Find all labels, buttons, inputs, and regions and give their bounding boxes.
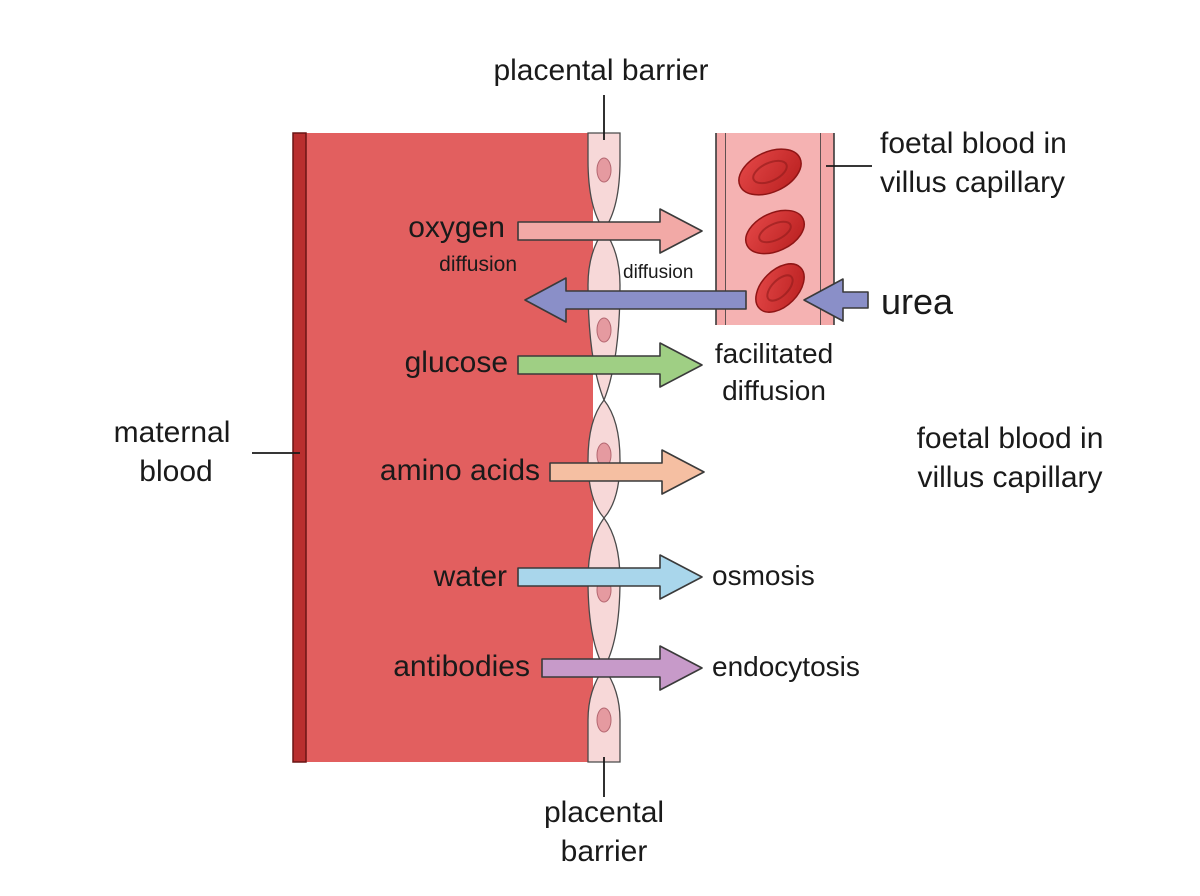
red-blood-cell <box>745 209 805 255</box>
substance-oxygen: oxygen <box>408 211 505 244</box>
maternal-blood-label-line1: maternal <box>113 416 231 449</box>
urea-arrow-into-maternal <box>524 277 747 323</box>
urea-arrow-into-capillary <box>803 278 869 322</box>
placental-barrier-bottom-label-line1: placental <box>543 796 665 829</box>
substance-antibodies: antibodies <box>393 650 530 683</box>
urea-process-label: diffusion <box>623 262 694 283</box>
foetal-blood-side-label-line2: villus capillary <box>917 461 1103 494</box>
substance-glucose: glucose <box>404 346 508 379</box>
glucose-process-label-line1: facilitated <box>714 338 834 369</box>
placental-barrier-bottom-label-line2: barrier <box>560 835 648 868</box>
foetal-blood-side-label-line1: foetal blood in <box>916 422 1104 455</box>
barrier-cell-nucleus <box>596 157 612 183</box>
substance-water: water <box>433 560 507 593</box>
water-arrow <box>517 554 703 600</box>
antibodies-arrow <box>541 645 703 691</box>
placental-barrier-top-label: placental barrier <box>493 54 709 87</box>
oxygen-arrow <box>517 208 703 254</box>
amino-acids-arrow <box>549 449 705 495</box>
red-blood-cell <box>755 263 805 313</box>
antibodies-process-label: endocytosis <box>712 651 860 682</box>
glucose-process-label-line2: diffusion <box>722 375 826 406</box>
maternal-blood-edge <box>292 132 307 763</box>
oxygen-process-label: diffusion <box>439 253 517 276</box>
foetal-blood-top-label-line1: foetal blood in <box>880 127 1067 160</box>
substance-urea: urea <box>881 281 954 322</box>
water-process-label: osmosis <box>712 560 815 591</box>
barrier-cell-nucleus <box>596 707 612 733</box>
barrier-cell-nucleus <box>596 317 612 343</box>
glucose-arrow <box>517 342 703 388</box>
maternal-blood-label-line2: blood <box>139 455 213 488</box>
red-blood-cell <box>738 148 802 196</box>
substance-amino-acids: amino acids <box>379 454 540 487</box>
foetal-blood-top-label-line2: villus capillary <box>880 166 1066 199</box>
